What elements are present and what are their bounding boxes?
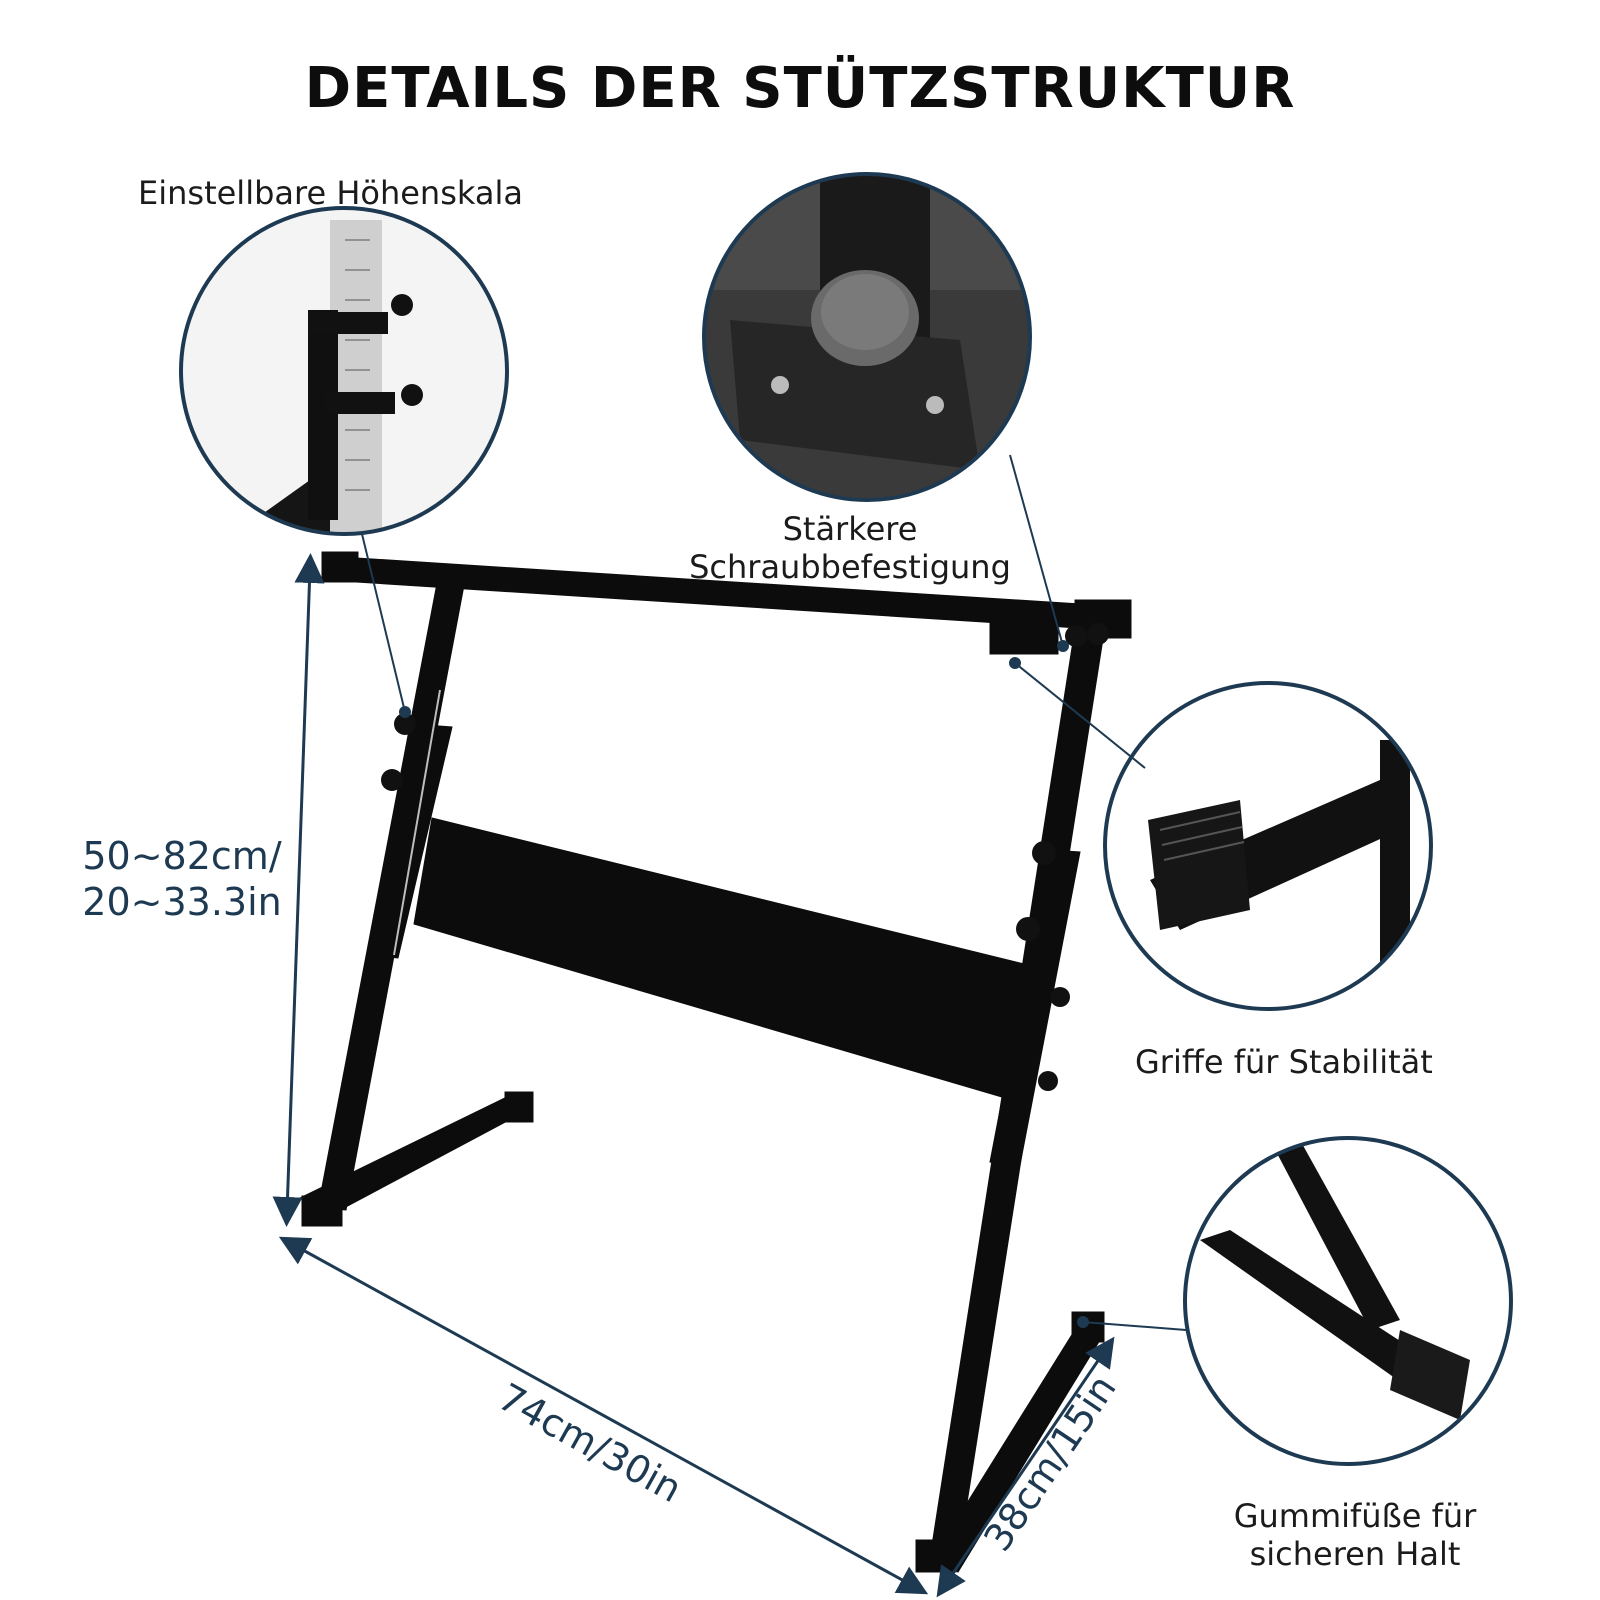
page-title: DETAILS DER STÜTZSTRUKTUR [304,56,1296,121]
callout-circle-grips [1103,681,1433,1011]
height-scale-markings [393,689,441,956]
callout-label-feet-line2: sicheren Halt [1249,1535,1461,1573]
dimension-height-cm: 50~82cm/ [82,834,282,878]
dimension-lines [272,553,1115,1598]
callout-label-screw: Stärkere Schraubbefestigung [670,510,1030,586]
callout-circle-screw [702,172,1032,502]
leader-lines [361,454,1187,1331]
knob-icons [381,623,1109,1091]
callout-label-feet-line1: Gummifüße für [1233,1497,1477,1535]
dimension-height: 50~82cm/ 20~33.3in [72,833,292,925]
callout-label-grips: Griffe für Stabilität [1135,1043,1433,1081]
callout-circle-height-scale [179,206,509,536]
callout-label-height-scale: Einstellbare Höhenskala [138,174,523,212]
callout-label-feet: Gummifüße für sicheren Halt [1225,1497,1485,1573]
callout-label-screw-line2: Schraubbefestigung [689,548,1011,586]
dimension-height-in: 20~33.3in [82,880,282,924]
callout-label-screw-line1: Stärkere [782,510,918,548]
callout-circle-feet [1183,1136,1513,1466]
stand-frame [299,551,1132,1573]
